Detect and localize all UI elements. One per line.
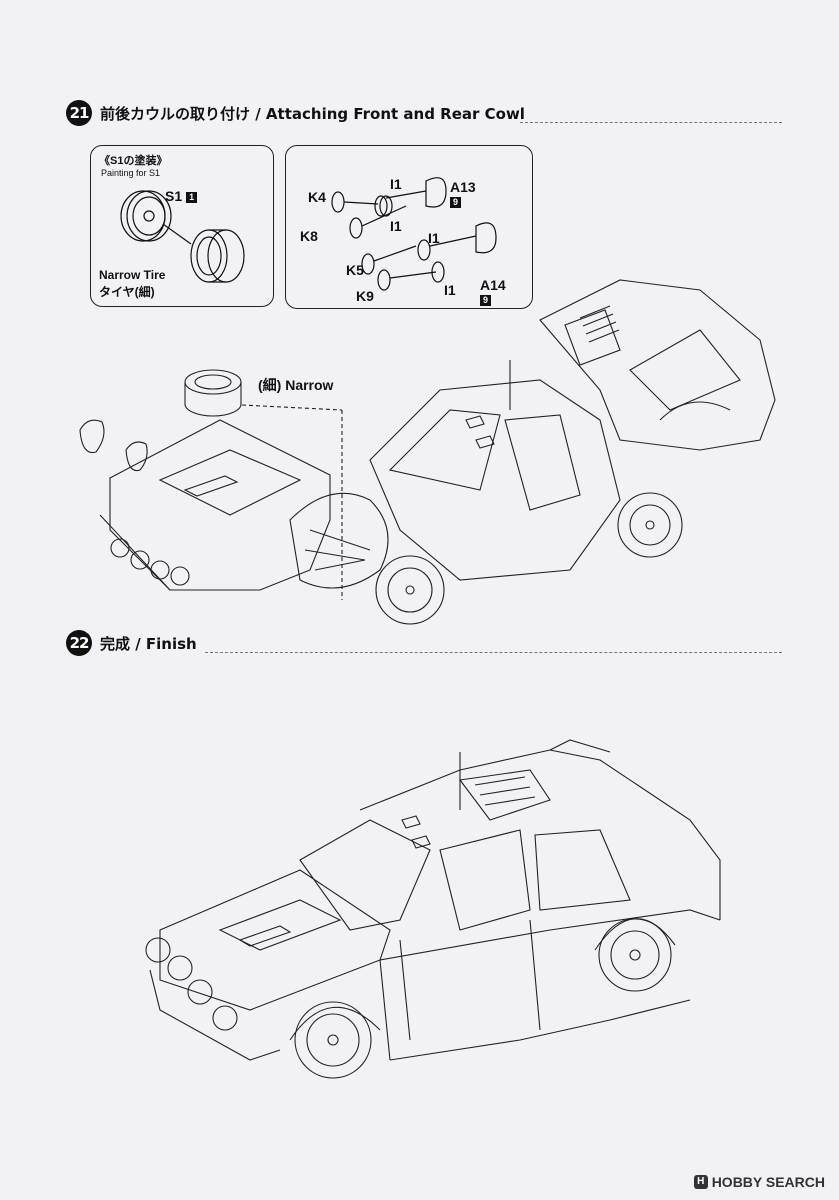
- paint-box-subtitle: Painting for S1: [101, 168, 161, 178]
- hobby-search-watermark: H HOBBY SEARCH: [693, 1174, 825, 1190]
- part-k8-label: K8: [300, 228, 318, 244]
- step-21-divider: [520, 122, 782, 123]
- part-i1-c-label: I1: [428, 230, 440, 246]
- hobby-search-logo-icon: H: [693, 1175, 708, 1189]
- part-a13-label: A13 9: [450, 179, 476, 208]
- step-22-header: 22 完成 / Finish: [66, 630, 197, 656]
- finished-car-drawing: [145, 739, 721, 1079]
- part-k4-label: K4: [308, 189, 326, 205]
- narrow-tire-label-en: Narrow Tire: [99, 268, 166, 282]
- step-21-header: 21 前後カウルの取り付け / Attaching Front and Rear…: [66, 100, 525, 126]
- axle-parts-drawing: [331, 177, 497, 291]
- part-a14-badge: 9: [480, 295, 491, 306]
- hobby-search-text: HOBBY SEARCH: [711, 1174, 825, 1190]
- part-i1-a-label: I1: [390, 176, 402, 192]
- parts-assembly-box: K4 K8 I1 I1 I1 I1 K5 K9 A13 9 A14 9: [285, 145, 533, 309]
- narrow-tire-label-ja: タイヤ(細): [99, 285, 155, 299]
- part-k9-label: K9: [356, 288, 374, 304]
- part-s1-text: S1: [165, 188, 183, 204]
- part-i1-d-label: I1: [444, 282, 456, 298]
- exploded-car-drawing: [79, 279, 776, 625]
- step-21-number: 21: [66, 100, 92, 126]
- step-22-divider: [205, 652, 782, 653]
- part-a14-label: A14 9: [480, 277, 506, 306]
- narrow-wheel-label: (細) Narrow: [258, 377, 334, 393]
- step-22-number: 22: [66, 630, 92, 656]
- part-i1-b-label: I1: [390, 218, 402, 234]
- part-a13-badge: 9: [450, 197, 461, 208]
- part-a14-text: A14: [480, 277, 506, 293]
- tire-wheel-drawing: [120, 190, 245, 283]
- part-k5-label: K5: [346, 262, 364, 278]
- part-a13-text: A13: [450, 179, 476, 195]
- step-22-title: 完成 / Finish: [100, 634, 197, 653]
- step-21-title: 前後カウルの取り付け / Attaching Front and Rear Co…: [100, 104, 525, 123]
- paint-box-title: 《S1の塗装》: [99, 155, 168, 167]
- part-s1-badge: 1: [186, 191, 198, 203]
